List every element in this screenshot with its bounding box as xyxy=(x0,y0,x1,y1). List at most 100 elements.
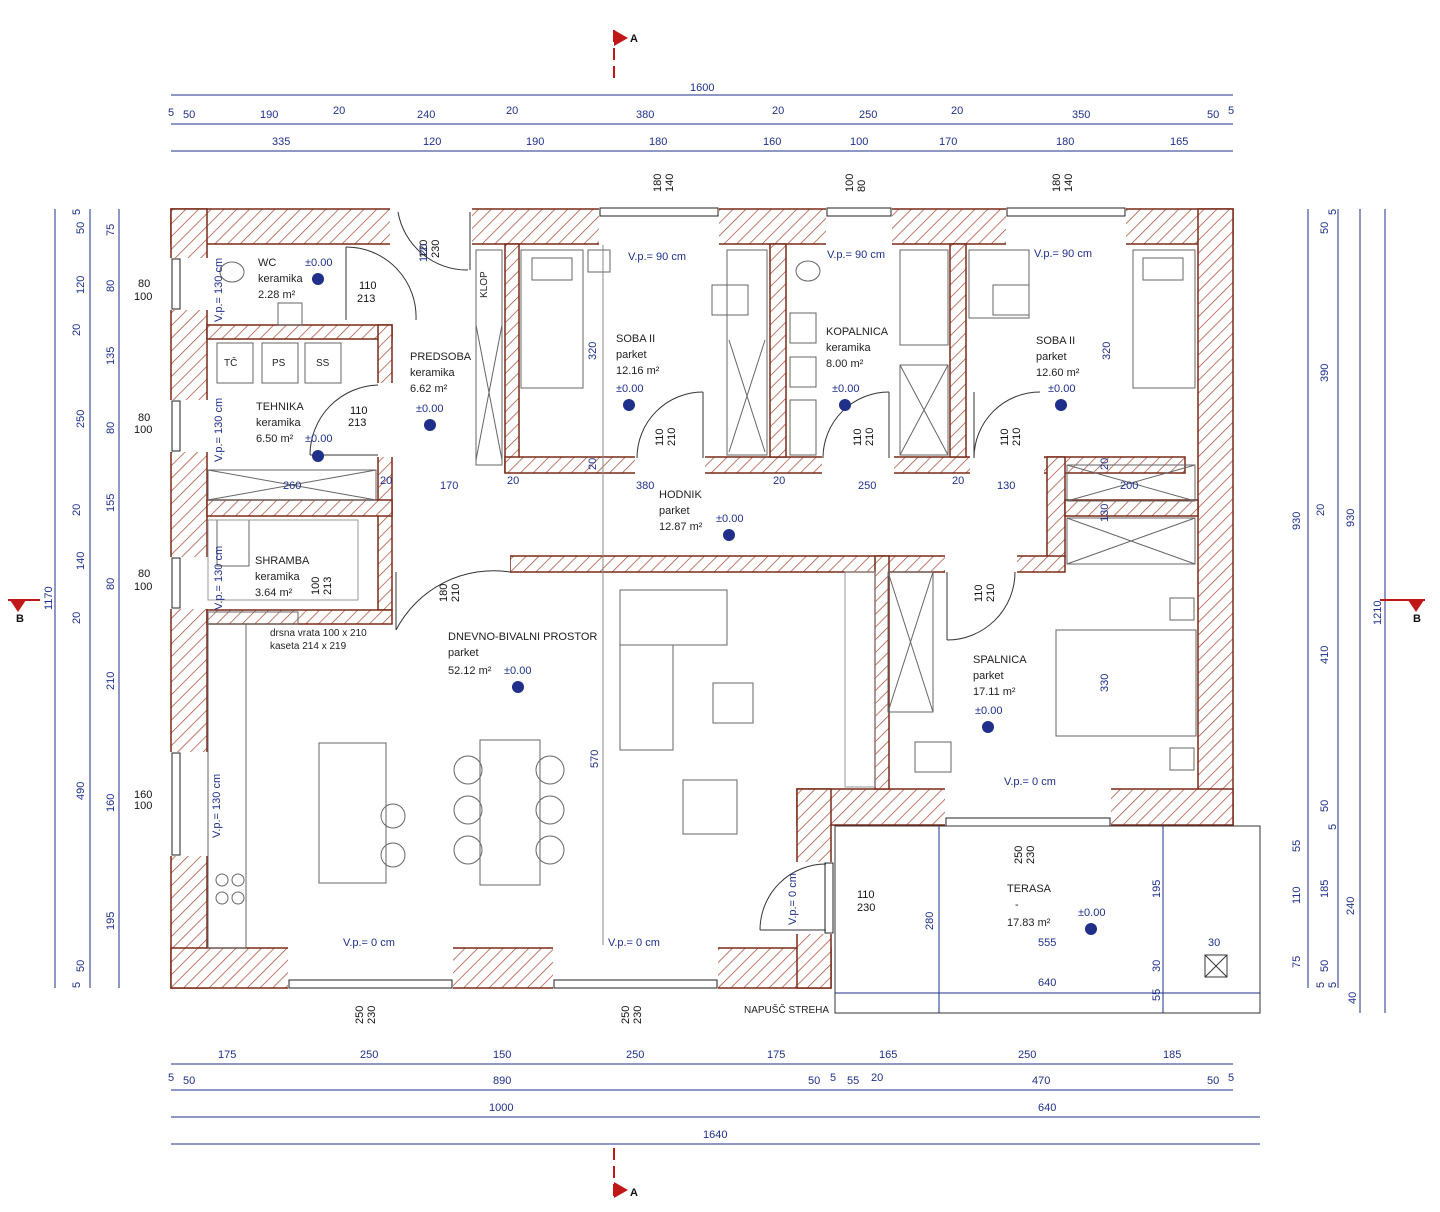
dims-top: 1600 5 50 190 20 240 20 380 20 250 20 35… xyxy=(168,82,1234,148)
opening-h: 100 xyxy=(134,291,152,303)
room-area: 17.83 m² xyxy=(1007,917,1051,929)
room-name: SOBA II xyxy=(616,333,655,345)
dim-right-overall: 1210 xyxy=(1372,601,1384,625)
dim: 20 xyxy=(951,105,963,117)
dim: 240 xyxy=(1345,897,1357,915)
dim: 130 xyxy=(997,480,1015,492)
dim: 250 xyxy=(626,1049,644,1061)
room-area: 12.16 m² xyxy=(616,365,660,377)
dim: 250 xyxy=(75,410,87,428)
room-name: DNEVNO-BIVALNI PROSTOR xyxy=(448,631,597,643)
dim: 330 xyxy=(1099,674,1111,692)
room-area: 52.12 m² xyxy=(448,665,492,677)
opening-w: 180 xyxy=(438,584,450,602)
dim: 5 xyxy=(168,107,174,119)
dim: 195 xyxy=(1151,880,1163,898)
label-tc: TČ xyxy=(224,356,237,369)
dim: 150 xyxy=(493,1049,511,1061)
room-level: ±0.00 xyxy=(1048,383,1075,395)
desk-soba2 xyxy=(968,249,1030,319)
opening-w: 250 xyxy=(1013,846,1025,864)
label-cassette: kaseta 214 x 219 xyxy=(270,641,347,652)
toilet-kop xyxy=(795,260,821,282)
dim: 75 xyxy=(1291,956,1303,968)
dim: 490 xyxy=(75,782,87,800)
dim: 170 xyxy=(939,136,957,148)
dim: 20 xyxy=(333,105,345,117)
room-tehnika: TEHNIKA keramika 6.50 m² ±0.00 xyxy=(256,401,332,445)
window-shramba xyxy=(171,557,181,609)
sill-kop: V.p.= 90 cm xyxy=(827,249,885,261)
room-finish: keramika xyxy=(255,571,301,583)
dim: 20 xyxy=(871,1072,883,1084)
opening-w: 110 xyxy=(999,428,1011,446)
chair-soba1 xyxy=(711,284,749,316)
dim: 5 xyxy=(1327,209,1339,215)
dim: 20 xyxy=(1099,458,1111,470)
dim: 20 xyxy=(507,475,519,487)
dim: 20 xyxy=(506,105,518,117)
opening-w: 180 xyxy=(652,174,664,192)
dim: 20 xyxy=(772,105,784,117)
bed-spalnica xyxy=(1055,629,1197,737)
room-level: ±0.00 xyxy=(305,257,332,269)
window-south-2 xyxy=(553,979,718,989)
opening-w: 110 xyxy=(973,584,985,602)
dim: 120 xyxy=(423,136,441,148)
dim: 120 xyxy=(418,244,430,262)
dim: 5 xyxy=(1228,105,1234,117)
sill-terrace-door: V.p.= 0 cm xyxy=(787,873,799,925)
wall-spalnica-west xyxy=(874,555,890,790)
walls xyxy=(170,208,1234,989)
room-predsoba: PREDSOBA keramika 6.62 m² ±0.00 xyxy=(410,351,472,415)
dim: 380 xyxy=(636,480,654,492)
dim: 140 xyxy=(75,552,87,570)
dim: 30 xyxy=(1151,960,1163,972)
room-level: ±0.00 xyxy=(504,665,531,677)
room-soba-1: SOBA II parket 12.16 m² ±0.00 xyxy=(616,333,660,395)
toilet-wc xyxy=(219,261,245,283)
room-level: ±0.00 xyxy=(832,383,859,395)
opening-w: 80 xyxy=(138,278,150,290)
wall-wc-tehnika xyxy=(206,324,393,340)
sill-wc: V.p.= 130 cm xyxy=(213,258,225,322)
dim: 1000 xyxy=(489,1102,513,1114)
level-markers xyxy=(312,273,1097,935)
dim: 75 xyxy=(105,224,117,236)
dim: 190 xyxy=(526,136,544,148)
window-kopalnica xyxy=(826,207,892,217)
room-terasa: TERASA - 17.83 m² ±0.00 xyxy=(1007,883,1105,929)
sofa-back xyxy=(619,589,728,646)
dim: 160 xyxy=(763,136,781,148)
room-name: SOBA II xyxy=(1036,335,1075,347)
dim: 640 xyxy=(1038,1102,1056,1114)
room-finish: parket xyxy=(448,647,479,659)
dim: 20 xyxy=(71,612,83,624)
opening-h: 210 xyxy=(450,584,462,602)
column xyxy=(1204,954,1228,978)
coat-rack xyxy=(475,249,503,466)
bed-soba2 xyxy=(1132,249,1196,389)
opening-h: 230 xyxy=(857,902,875,914)
room-name: TEHNIKA xyxy=(256,401,304,413)
dim: 120 xyxy=(75,276,87,294)
dim: 50 xyxy=(1319,222,1331,234)
room-area: 17.11 m² xyxy=(973,686,1016,698)
wall-kop-soba2 xyxy=(949,243,967,458)
dimension-lines xyxy=(54,94,1386,1145)
shower xyxy=(899,364,949,456)
room-finish: parket xyxy=(1036,351,1067,363)
dim: 50 xyxy=(1207,1075,1219,1087)
section-a-top: A xyxy=(630,33,638,45)
room-spalnica: SPALNICA parket 17.11 m² ±0.00 xyxy=(973,654,1027,717)
room-finish: parket xyxy=(973,670,1004,682)
dims-bottom: 175 250 150 250 175 165 250 185 5 50 890… xyxy=(168,1049,1234,1141)
room-hodnik: HODNIK parket 12.87 m² ±0.00 xyxy=(659,489,743,533)
opening-w: 110 xyxy=(654,428,666,446)
dim: 20 xyxy=(1315,504,1327,516)
window-wc xyxy=(171,258,181,310)
opening-h: 140 xyxy=(1063,174,1075,192)
label-roof-note: NAPUŠČ STREHA xyxy=(744,1003,829,1016)
dim: 250 xyxy=(858,480,876,492)
